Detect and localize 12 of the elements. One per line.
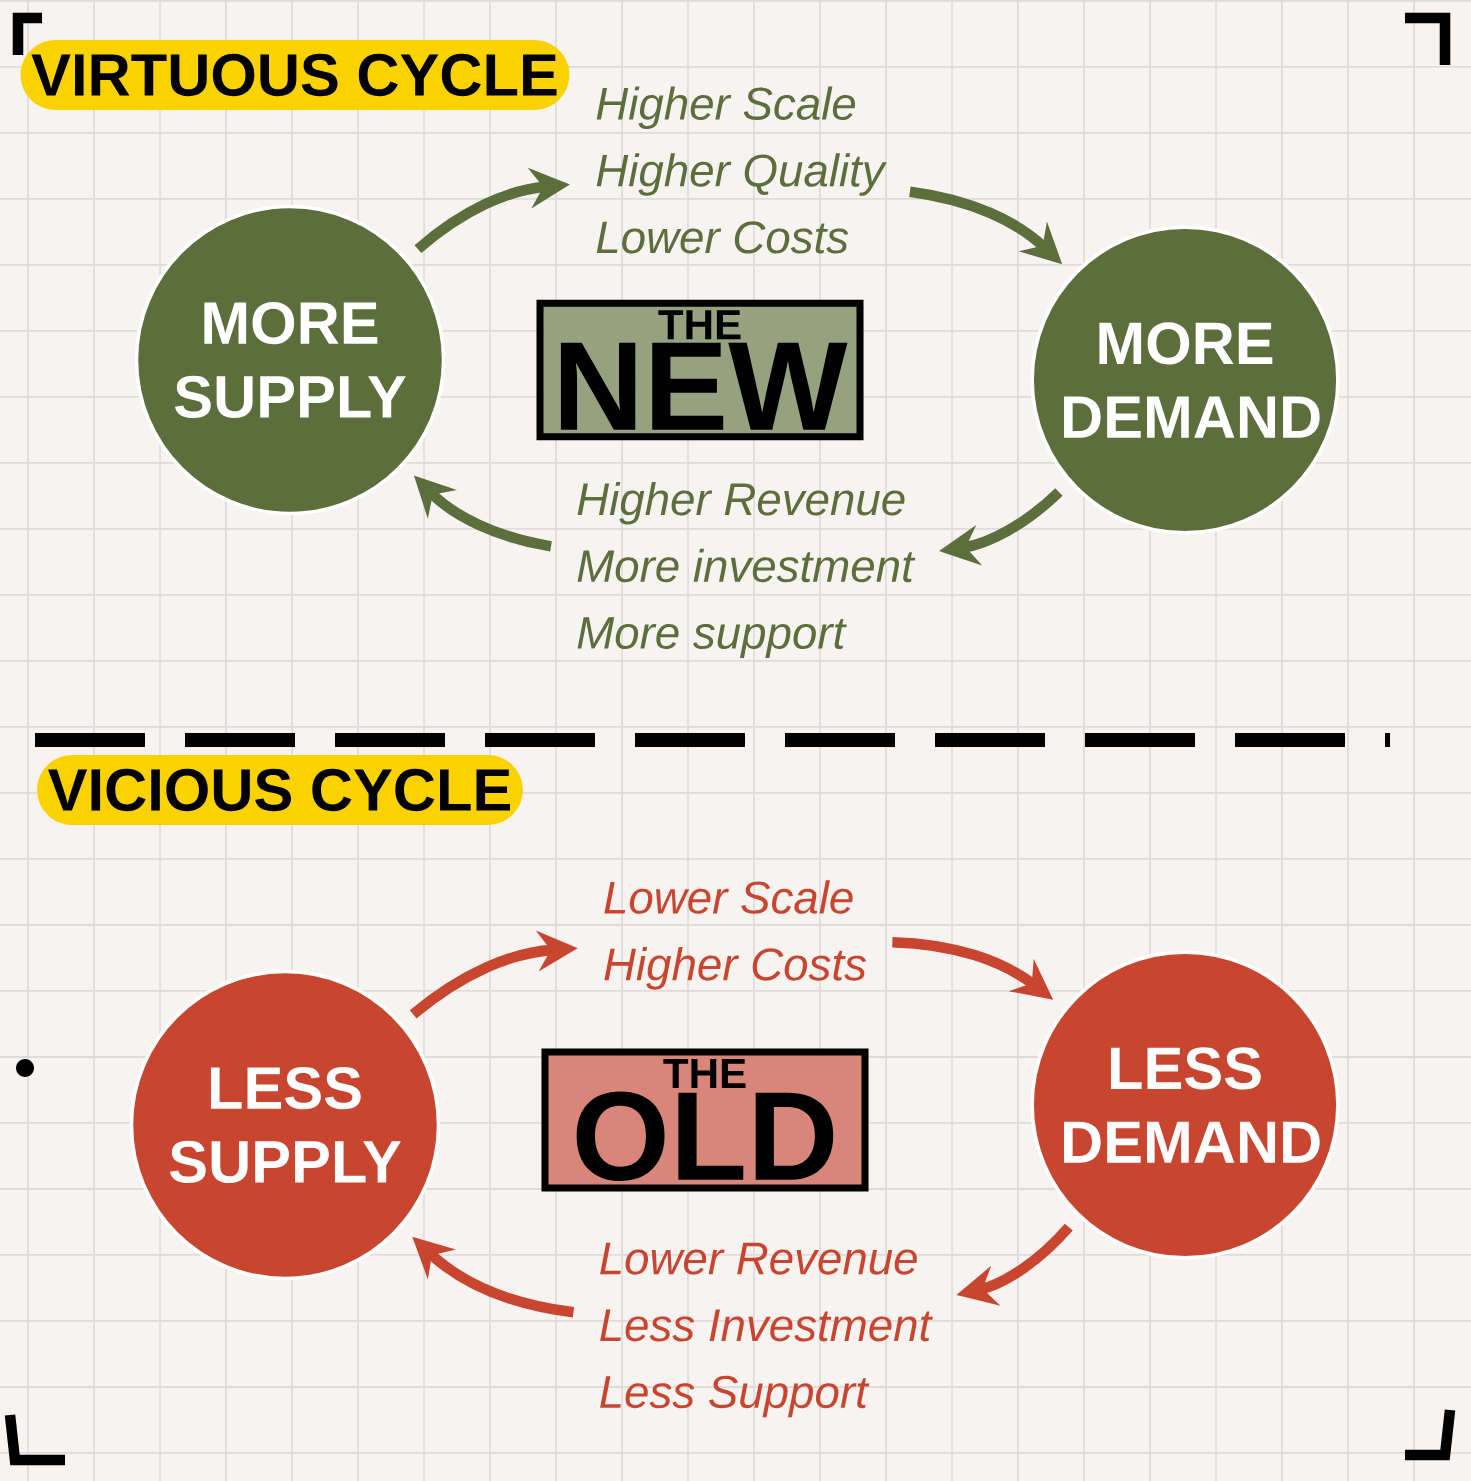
circle-node: MORE SUPPLY (134, 204, 446, 516)
highlighted-title: VICIOUS CYCLE (37, 755, 523, 825)
sign-box: THE NEW (536, 299, 864, 441)
text-list: Higher Revenue More investment More support (577, 481, 916, 659)
text-list: Lower Revenue Less Investment Less Support (600, 1242, 933, 1418)
sign-box: THE OLD (541, 1048, 869, 1192)
text-list: Higher Scale Higher Quality Lower Costs (596, 86, 887, 254)
highlighted-title: VIRTUOUS CYCLE (20, 40, 570, 110)
circle-node: LESS SUPPLY (129, 969, 441, 1281)
circle-node: LESS DEMAND (1030, 950, 1340, 1260)
text-list: Lower Scale Higher Costs (604, 880, 866, 990)
circle-node: MORE DEMAND (1030, 225, 1340, 535)
